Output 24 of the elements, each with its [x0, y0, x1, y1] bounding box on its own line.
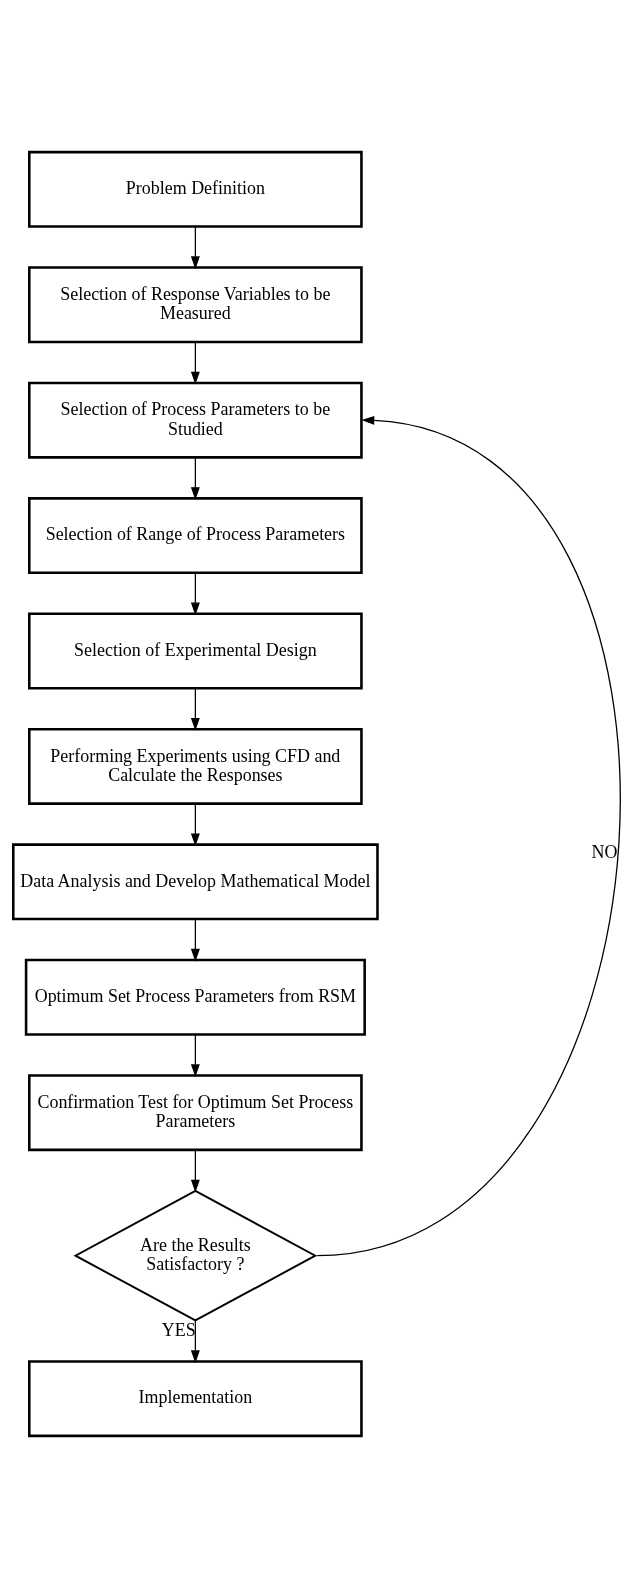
- node-box: Problem Definition: [28, 150, 363, 228]
- arrow: [190, 456, 200, 500]
- arrow: [190, 341, 200, 385]
- arrow: [190, 225, 200, 269]
- edge-label: NO: [591, 841, 618, 862]
- arrow: [190, 1319, 200, 1363]
- arrow: [190, 918, 200, 962]
- node-box: Selection of Range of Process Parameters: [28, 496, 363, 574]
- edge-label: YES: [161, 1319, 196, 1340]
- node-box: Selection of Experimental Design: [28, 612, 363, 689]
- arrow: [190, 1149, 200, 1192]
- node-diamond: Are the Results Satisfactory ?: [73, 1189, 318, 1322]
- arrow: [190, 687, 200, 731]
- arrow: [190, 802, 200, 846]
- node-box: Performing Experiments using CFD and Calculate the Responses: [28, 727, 363, 805]
- arrow: [190, 1033, 200, 1077]
- arrow: [316, 415, 620, 1256]
- node-box: Selection of Process Parameters to be Studied: [28, 381, 363, 459]
- node-box: Selection of Response Variables to be Measured: [28, 265, 363, 343]
- node-box: Confirmation Test for Optimum Set Process Parameters: [28, 1073, 363, 1151]
- node-box: Implementation: [28, 1359, 363, 1437]
- node-box: Data Analysis and Develop Mathematical Model: [12, 842, 379, 920]
- node-box: Optimum Set Process Parameters from RSM: [24, 958, 366, 1036]
- arrow: [190, 572, 200, 615]
